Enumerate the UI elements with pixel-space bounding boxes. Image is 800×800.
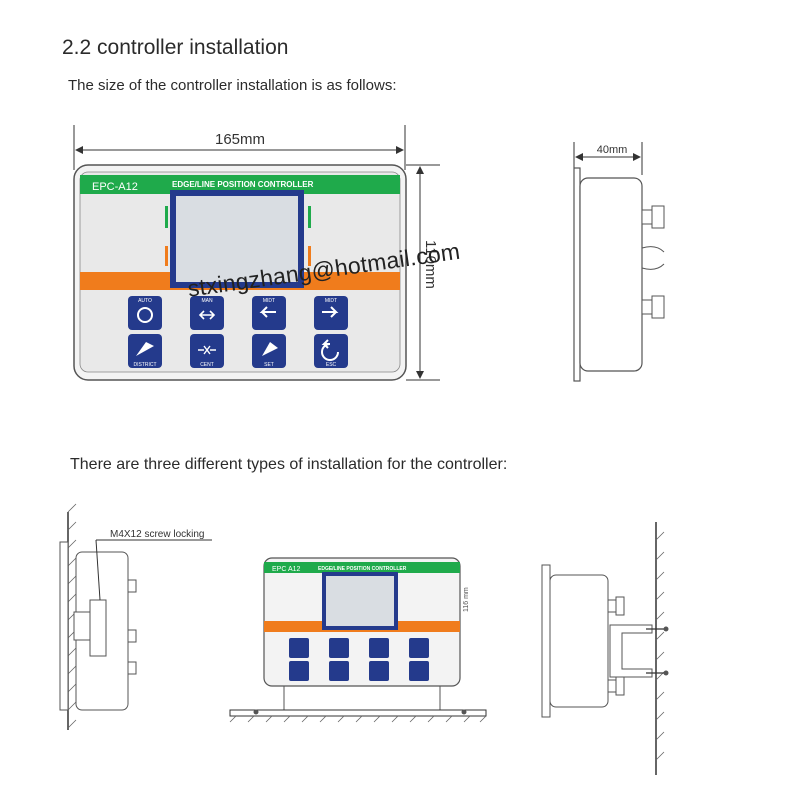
display-screen — [176, 196, 298, 282]
height-label: 110mm — [422, 240, 439, 289]
arrow-left-icon — [259, 306, 276, 318]
model-label: EPC-A12 — [92, 181, 138, 193]
install-type-wall-back — [541, 522, 669, 775]
button-esc-label: ESC — [326, 362, 337, 368]
section-heading: 2.2 controller installation — [62, 36, 289, 59]
width-label: 165mm — [215, 131, 265, 148]
button-man-label: MAN — [201, 298, 213, 304]
install-type-wall-side: M4X12 screw locking — [59, 503, 212, 730]
front-view: 165mm 110mm EPC-A12 EDGE/LINE POSITION C… — [73, 125, 440, 381]
small-display-screen — [326, 576, 394, 626]
button-cent-label: CENT — [200, 362, 214, 368]
depth-label: 40mm — [597, 144, 628, 156]
bottom-height-label: 116 mm — [463, 587, 470, 612]
button-auto[interactable] — [128, 296, 162, 330]
screw-callout: M4X12 screw locking — [110, 529, 204, 540]
button-grid: AUTO MAN MIDT MIDT DISTRICT CENT SET ESC — [128, 296, 348, 368]
set-icon — [262, 342, 278, 356]
button-auto-label: AUTO — [138, 298, 152, 304]
button-right-label: MIDT — [325, 298, 337, 304]
pencil-icon — [136, 342, 154, 356]
panel-header-label: EDGE/LINE POSITION CONTROLLER — [172, 180, 314, 189]
panel-header-bar — [80, 175, 400, 194]
small-model-label: EPC A12 — [272, 566, 301, 573]
power-icon — [137, 307, 153, 323]
return-icon — [321, 339, 339, 361]
small-header-label: EDGE/LINE POSITION CONTROLLER — [318, 566, 407, 572]
button-set-label: SET — [264, 362, 274, 368]
center-icon — [198, 345, 216, 355]
size-intro-text: The size of the controller installation … — [68, 77, 397, 94]
arrow-right-icon — [322, 306, 339, 318]
install-type-bottom: EPC A12 EDGE/LINE POSITION CONTROLLER 11… — [229, 557, 487, 723]
side-view: 40mm — [573, 142, 665, 382]
installation-types-text: There are three different types of insta… — [70, 456, 508, 473]
button-esc[interactable] — [314, 334, 348, 368]
button-man[interactable] — [190, 296, 224, 330]
button-district-label: DISTRICT — [133, 362, 156, 368]
hand-icon — [198, 310, 216, 320]
button-left-label: MIDT — [263, 298, 275, 304]
